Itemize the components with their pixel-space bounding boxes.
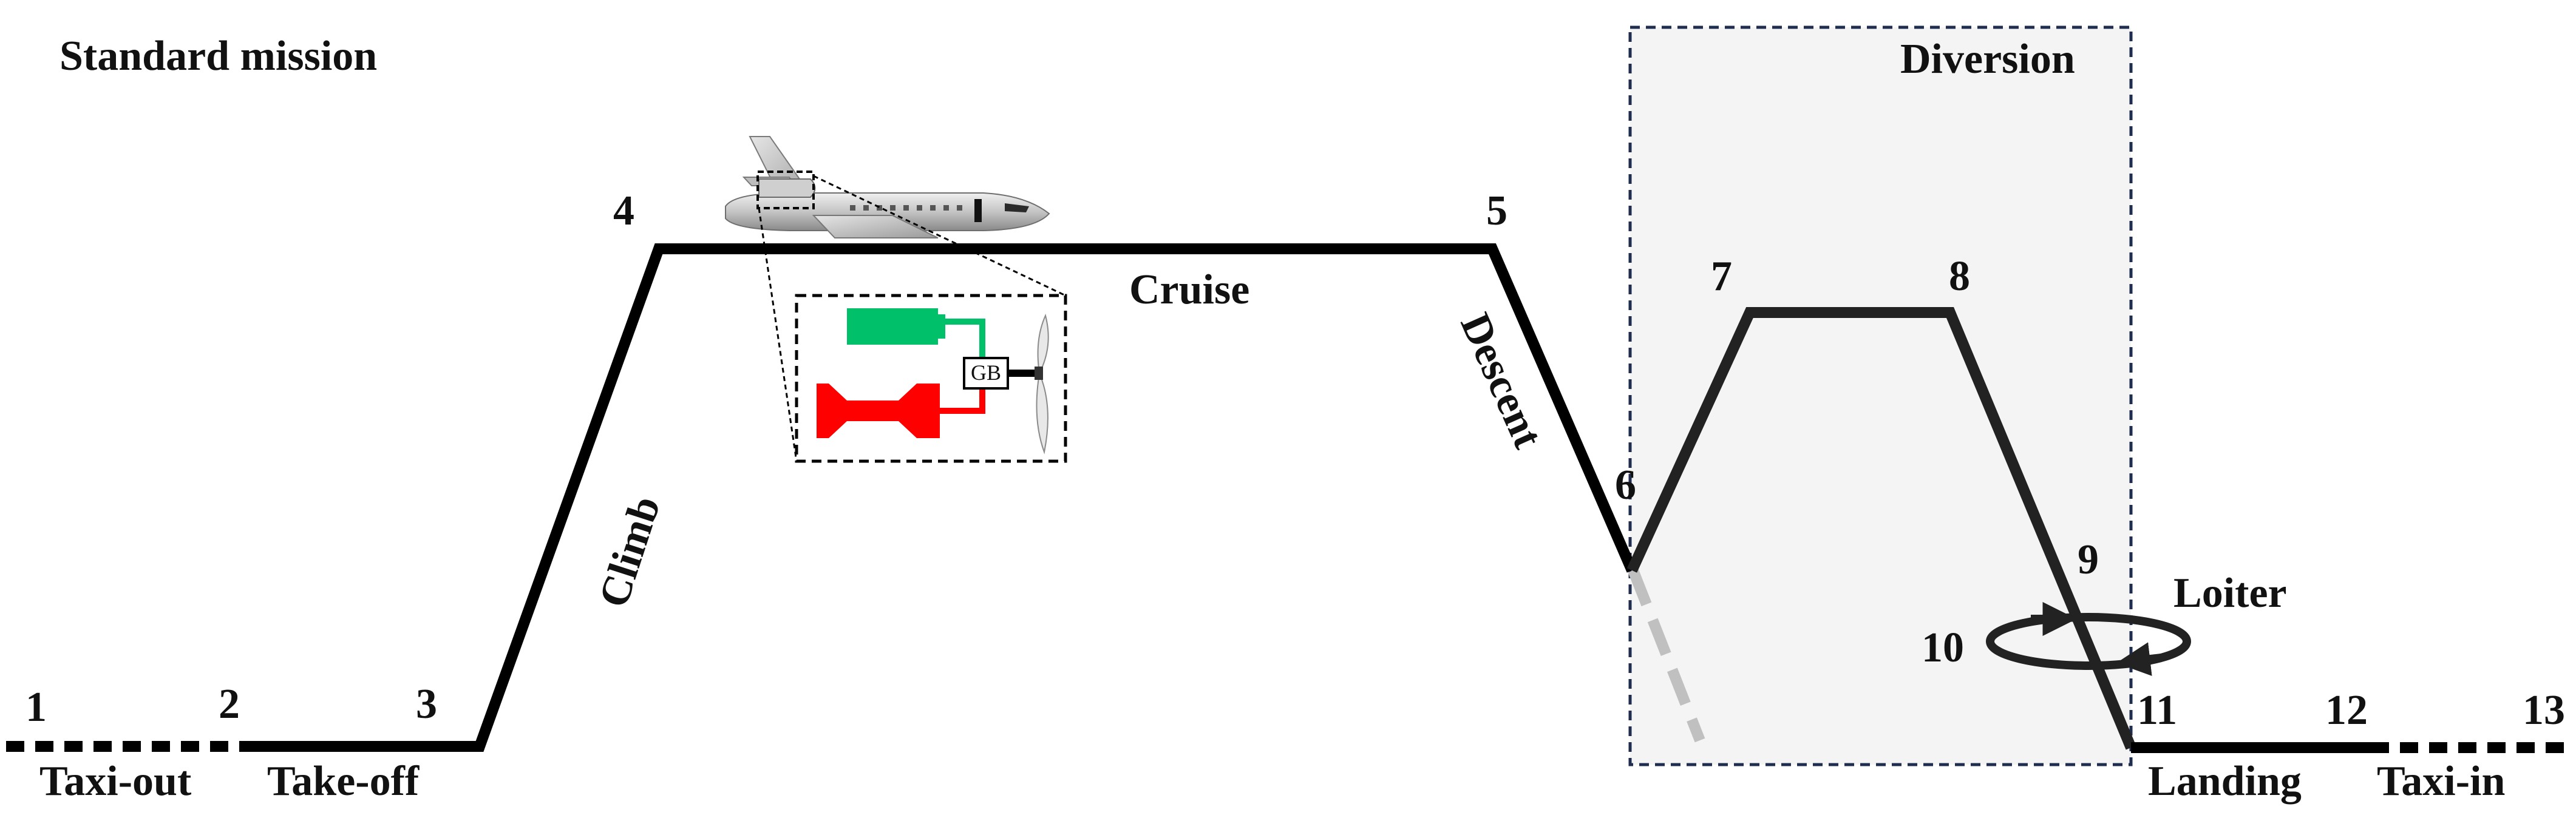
phase-taxi-out: Taxi-out [39, 758, 191, 805]
abandoned-descent-line [1628, 568, 1705, 743]
phase-taxi-in: Taxi-in [2377, 758, 2505, 805]
gas-turbine-icon [817, 384, 940, 438]
phase-take-off: Take-off [267, 758, 420, 805]
zoom-line-right [813, 175, 1066, 297]
point-6: 6 [1615, 462, 1636, 509]
point-7: 7 [1711, 253, 1732, 300]
zoom-line-left [758, 208, 798, 462]
gearbox-box [963, 357, 1009, 390]
point-3: 3 [416, 681, 437, 728]
point-11: 11 [2137, 687, 2177, 734]
gearbox-label: GB [971, 360, 1001, 385]
phase-climb: Climb [590, 491, 670, 613]
point-9: 9 [2078, 536, 2099, 583]
electric-motor-icon [847, 308, 938, 345]
phase-descent: Descent [1451, 306, 1551, 455]
point-1: 1 [25, 684, 47, 731]
aircraft-icon [725, 136, 1050, 238]
phase-cruise: Cruise [1129, 266, 1249, 313]
point-5: 5 [1486, 188, 1507, 234]
point-8: 8 [1949, 253, 1970, 300]
diversion-path [1626, 307, 2136, 750]
point-13: 13 [2523, 687, 2565, 734]
diversion-label: Diversion [1900, 36, 2075, 83]
point-2: 2 [219, 681, 240, 728]
point-4: 4 [613, 188, 634, 234]
loiter-icon [1986, 602, 2191, 676]
propeller-icon [1035, 313, 1049, 455]
phase-loiter: Loiter [2173, 570, 2287, 617]
diagram-title: Standard mission [59, 33, 377, 79]
phase-landing: Landing [2148, 758, 2302, 805]
diversion-box [1628, 25, 2133, 766]
point-12: 12 [2325, 687, 2368, 734]
powertrain-inset: GB [795, 294, 1067, 463]
mission-path [243, 243, 1637, 752]
point-10: 10 [1922, 624, 1964, 671]
